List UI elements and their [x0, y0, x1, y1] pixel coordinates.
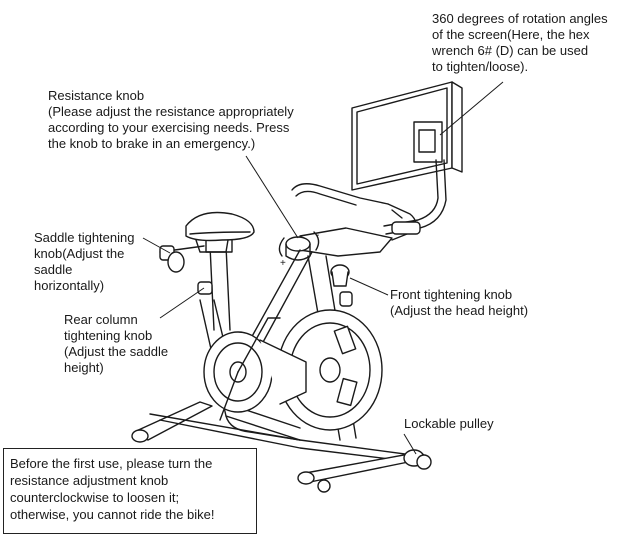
flywheel — [277, 309, 383, 431]
monitor-screen — [351, 81, 463, 191]
callout-lockable-pulley: Lockable pulley — [404, 416, 494, 431]
resistance-knob: + - — [278, 230, 319, 269]
callout-rear-column-knob: Rear column tightening knob (Adjust the … — [64, 312, 169, 375]
saddle — [185, 211, 255, 253]
pulley-wheel — [416, 454, 432, 470]
callout-front-tightening-knob: Front tightening knob (Adjust the head h… — [390, 287, 529, 318]
crank-wheel — [203, 317, 281, 421]
leader-front-knob — [349, 277, 389, 296]
leader-screen — [439, 81, 504, 136]
leader-rear-column — [159, 287, 205, 319]
screen-arm — [383, 159, 439, 227]
first-use-warning: Before the first use, please turn the re… — [3, 448, 257, 534]
leader-saddle-knob — [142, 237, 171, 254]
handlebar — [291, 183, 421, 241]
front-tightening-knob — [330, 264, 353, 307]
rear-column-knob — [197, 281, 213, 295]
callout-resistance-knob: Resistance knob (Please adjust the resis… — [48, 88, 294, 151]
svg-text:-: - — [316, 230, 319, 241]
leader-resistance — [245, 155, 299, 239]
callout-screen-rotation: 360 degrees of rotation angles of the sc… — [432, 11, 608, 74]
callout-saddle-tightening-knob: Saddle tightening knob(Adjust the saddle… — [34, 230, 135, 293]
svg-text:+: + — [280, 258, 286, 269]
saddle-tightening-knob — [159, 245, 205, 273]
leader-pulley — [403, 433, 417, 455]
